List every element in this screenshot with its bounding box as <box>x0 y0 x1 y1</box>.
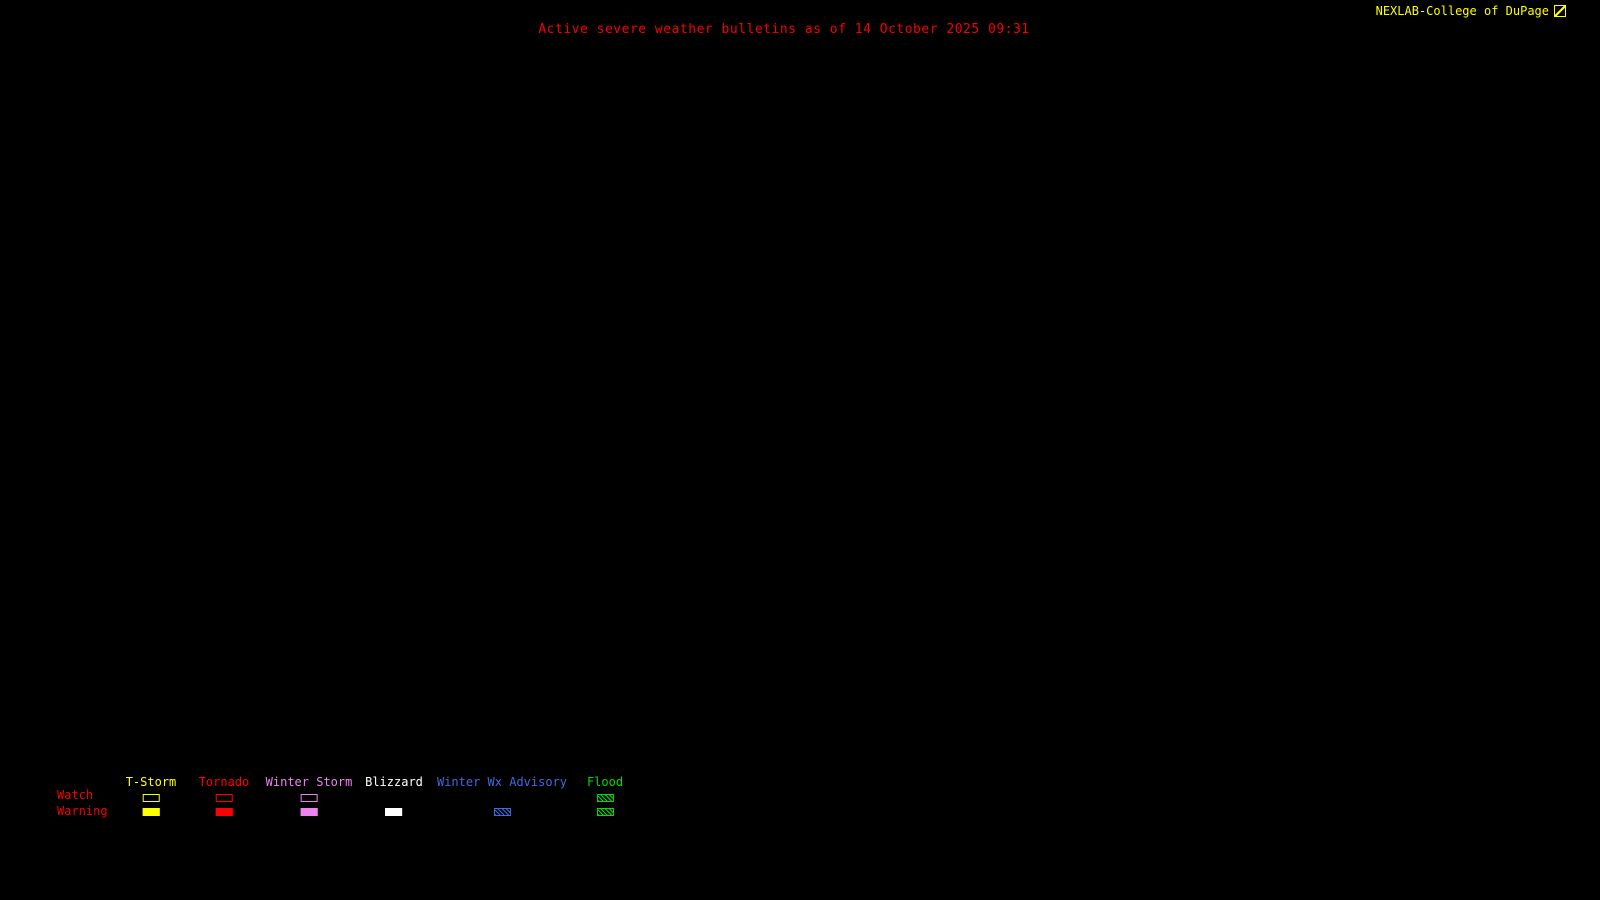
bulletin-title: Active severe weather bulletins as of 14… <box>538 22 1030 37</box>
brand-text: NEXLAB-College of DuPage <box>1375 4 1549 18</box>
brand: NEXLAB-College of DuPage <box>1376 4 1566 18</box>
cod-logo-icon <box>1554 5 1566 17</box>
